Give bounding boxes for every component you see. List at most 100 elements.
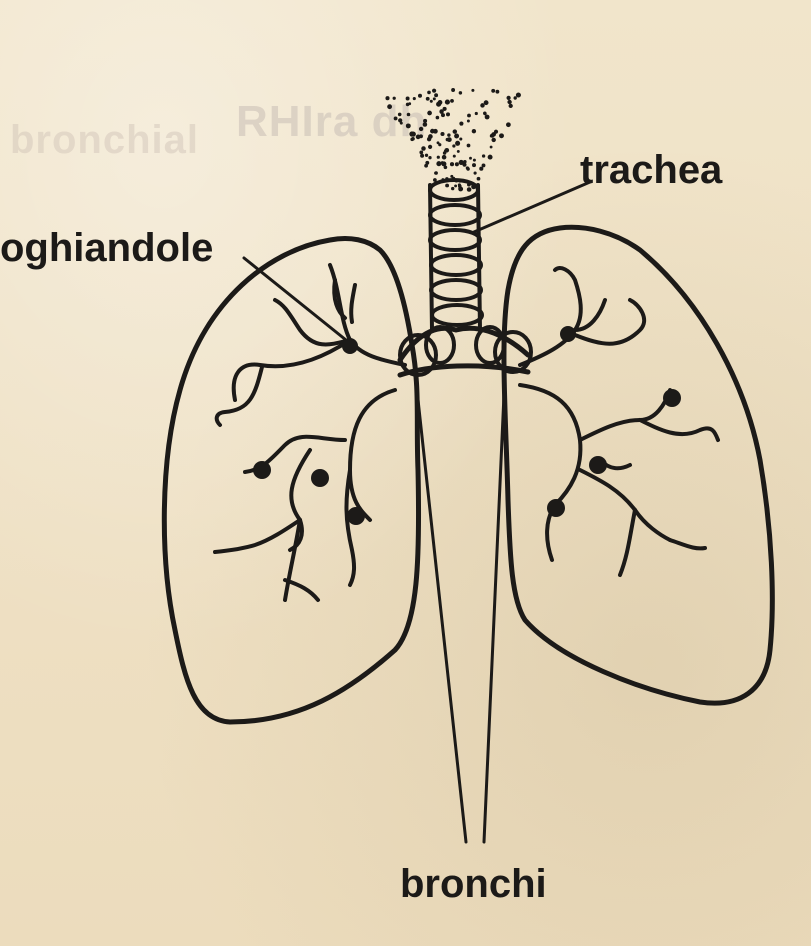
particle <box>455 141 460 146</box>
particle <box>457 150 460 153</box>
particle <box>467 144 471 148</box>
bronchi-leader-line-right <box>484 372 505 842</box>
particle <box>436 116 440 120</box>
particle <box>428 134 433 139</box>
particle <box>427 111 432 116</box>
particle <box>469 157 472 160</box>
particle <box>459 137 462 140</box>
particle <box>393 97 396 100</box>
particle <box>446 112 450 116</box>
particle <box>411 137 415 141</box>
particle <box>406 97 410 101</box>
right-lung-outline <box>504 227 772 703</box>
particle <box>445 100 450 105</box>
particle <box>454 184 457 187</box>
particle <box>441 113 445 117</box>
particle <box>433 97 436 100</box>
particle <box>425 154 428 157</box>
particle <box>443 151 447 155</box>
particle <box>450 175 453 178</box>
particle <box>421 146 426 151</box>
particle <box>467 120 470 123</box>
particle <box>433 129 438 134</box>
particle <box>484 100 489 105</box>
particle <box>516 92 521 97</box>
particle <box>479 167 483 171</box>
particle <box>445 184 449 188</box>
particle <box>482 154 485 157</box>
particle <box>419 151 423 155</box>
particle <box>442 155 447 160</box>
particle <box>482 163 486 167</box>
particle <box>466 166 469 169</box>
particle <box>495 90 499 94</box>
particle <box>488 155 493 160</box>
particle <box>450 99 454 103</box>
particle <box>436 161 441 166</box>
particle <box>471 89 474 92</box>
particle <box>398 113 402 117</box>
particle <box>420 154 424 158</box>
particle <box>413 97 416 100</box>
particle <box>447 133 450 136</box>
particle <box>452 144 455 147</box>
particle <box>419 127 423 131</box>
particle <box>437 156 440 159</box>
particle <box>418 94 422 98</box>
particle <box>507 100 511 104</box>
left-bronchial-tree <box>215 265 405 600</box>
particle <box>494 130 498 134</box>
particle <box>426 97 430 101</box>
particle <box>434 93 438 97</box>
particle <box>454 134 459 139</box>
particle <box>467 114 471 118</box>
particle <box>475 112 478 115</box>
particle <box>419 134 423 138</box>
particle <box>514 96 517 99</box>
particle <box>407 113 411 117</box>
particle <box>430 100 433 103</box>
particle <box>440 132 444 136</box>
particle <box>506 96 510 100</box>
particle <box>472 129 476 133</box>
particle <box>453 129 457 133</box>
particle <box>394 116 398 120</box>
particle <box>400 122 403 125</box>
particle <box>428 145 432 149</box>
particle <box>451 88 455 92</box>
particle <box>436 102 441 107</box>
particle <box>490 134 493 137</box>
label-trachea: trachea <box>580 148 722 193</box>
particle <box>485 115 490 120</box>
particle <box>458 183 461 186</box>
label-lymph-nodes: oghiandole <box>0 226 213 271</box>
particle <box>509 104 513 108</box>
particle <box>437 141 440 144</box>
particle <box>451 187 454 190</box>
particle <box>440 111 443 114</box>
particle <box>427 91 431 95</box>
particle <box>453 155 456 158</box>
particle <box>467 187 472 192</box>
particle <box>448 138 452 142</box>
particle <box>477 177 481 181</box>
particle <box>441 161 444 164</box>
particle <box>434 171 438 175</box>
particle <box>424 164 428 168</box>
particle <box>459 160 464 165</box>
right-bronchial-tree <box>520 268 718 575</box>
inhaled-particles <box>385 88 521 192</box>
particle <box>474 172 477 175</box>
particle <box>472 163 476 167</box>
particle <box>450 162 454 166</box>
particle <box>387 104 392 109</box>
particle <box>459 122 463 126</box>
particle <box>491 89 495 93</box>
particle <box>473 159 476 162</box>
particle <box>409 131 414 136</box>
particle <box>385 96 389 100</box>
trachea-leader-line <box>474 182 590 232</box>
particle <box>459 91 462 94</box>
particle <box>490 146 493 149</box>
